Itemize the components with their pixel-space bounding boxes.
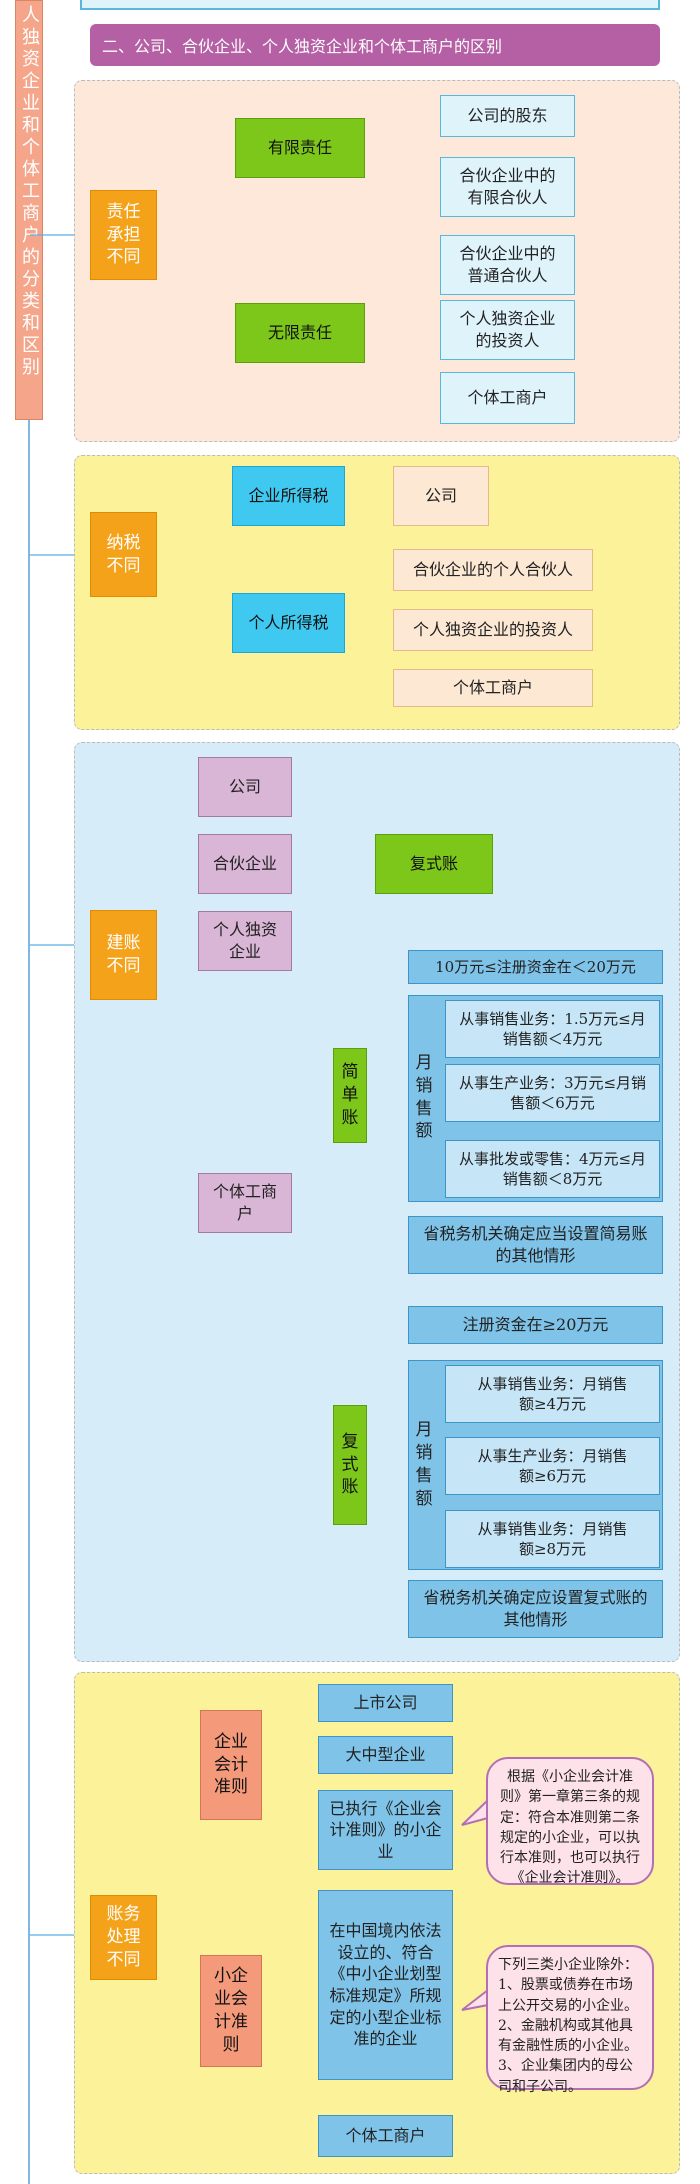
small-enterprise-standard-node: 小企业会计准则 [200,1955,262,2067]
complex-account-node: 复式账 [333,1405,367,1525]
simple-capital-item: 10万元≤注册资金在＜20万元 [408,950,663,984]
complex-sales-item: 从事销售业务：月销售额≥4万元 [445,1365,660,1423]
simple-sales-item: 从事销售业务：1.5万元≤月销售额＜4万元 [445,1000,660,1058]
unlimited-liability-node: 无限责任 [235,303,365,363]
personal-tax-item: 合伙企业的个人合伙人 [393,549,593,591]
complex-sales-item: 从事生产业务：月销售额≥6万元 [445,1437,660,1495]
accounts-root: 建账不同 [90,910,157,1000]
small-enterprise-item: 在中国境内依法设立的、符合《中小企业划型标准规定》所规定的小型企业标准的企业 [318,1890,453,2080]
panel-responsibility [74,80,680,442]
unlimited-item: 个人独资企业的投资人 [440,300,575,360]
left-title-text: 人独资企业和个体工商户的分类和区别 [19,5,40,379]
section-title: 二、公司、合伙企业、个人独资企业和个体工商户的区别 [102,37,503,56]
complex-other-item: 省税务机关确定应设置复式账的其他情形 [408,1580,663,1638]
unlimited-item: 合伙企业中的普通合伙人 [440,235,575,295]
entity-sole-proprietorship: 个人独资企业 [198,911,292,971]
timeline-line [28,420,30,2184]
top-frame [80,0,660,10]
small-enterprise-item: 个体工商户 [318,2115,453,2157]
entity-company: 公司 [198,757,292,817]
limited-item: 公司的股东 [440,95,575,137]
left-title-band: 人独资企业和个体工商户的分类和区别 [15,0,43,420]
entity-partnership: 合伙企业 [198,834,292,894]
bookkeeping-root: 账务处理不同 [90,1895,157,1980]
limited-item: 合伙企业中的有限合伙人 [440,157,575,217]
limited-liability-node: 有限责任 [235,118,365,178]
corporate-tax-item: 公司 [393,466,489,526]
personal-tax-node: 个人所得税 [232,593,345,653]
double-entry-node: 复式账 [375,834,493,894]
personal-tax-item: 个人独资企业的投资人 [393,609,593,651]
complex-capital-item: 注册资金在≥20万元 [408,1306,663,1344]
enterprise-item: 上市公司 [318,1684,453,1722]
corporate-tax-node: 企业所得税 [232,466,345,526]
simple-monthly-sales-label: 月销售额 [415,1052,433,1142]
enterprise-item: 已执行《企业会计准则》的小企业 [318,1790,453,1870]
complex-monthly-sales-label: 月销售额 [415,1420,433,1509]
note-enterprise-standard: 根据《小企业会计准则》第一章第三条的规定：符合本准则第二条规定的小企业，可以执行… [486,1757,654,1886]
enterprise-item: 大中型企业 [318,1736,453,1774]
unlimited-item: 个体工商户 [440,372,575,424]
entity-individual-business: 个体工商户 [198,1173,292,1233]
responsibility-root: 责任承担不同 [90,190,157,280]
note-small-enterprise-exceptions: 下列三类小企业除外：1、股票或债券在市场上公开交易的小企业。2、金融机构或其他具… [486,1945,654,2095]
complex-sales-item: 从事销售业务：月销售额≥8万元 [445,1510,660,1568]
section-header: 二、公司、合伙企业、个人独资企业和个体工商户的区别 [90,24,660,66]
enterprise-standard-node: 企业会计准则 [200,1710,262,1820]
simple-other-item: 省税务机关确定应当设置简易账的其他情形 [408,1216,663,1274]
simple-sales-item: 从事批发或零售：4万元≤月销售额＜8万元 [445,1140,660,1198]
tax-root: 纳税不同 [90,512,157,597]
simple-account-node: 简单账 [333,1048,367,1143]
simple-sales-item: 从事生产业务：3万元≤月销售额＜6万元 [445,1064,660,1122]
personal-tax-item: 个体工商户 [393,669,593,707]
